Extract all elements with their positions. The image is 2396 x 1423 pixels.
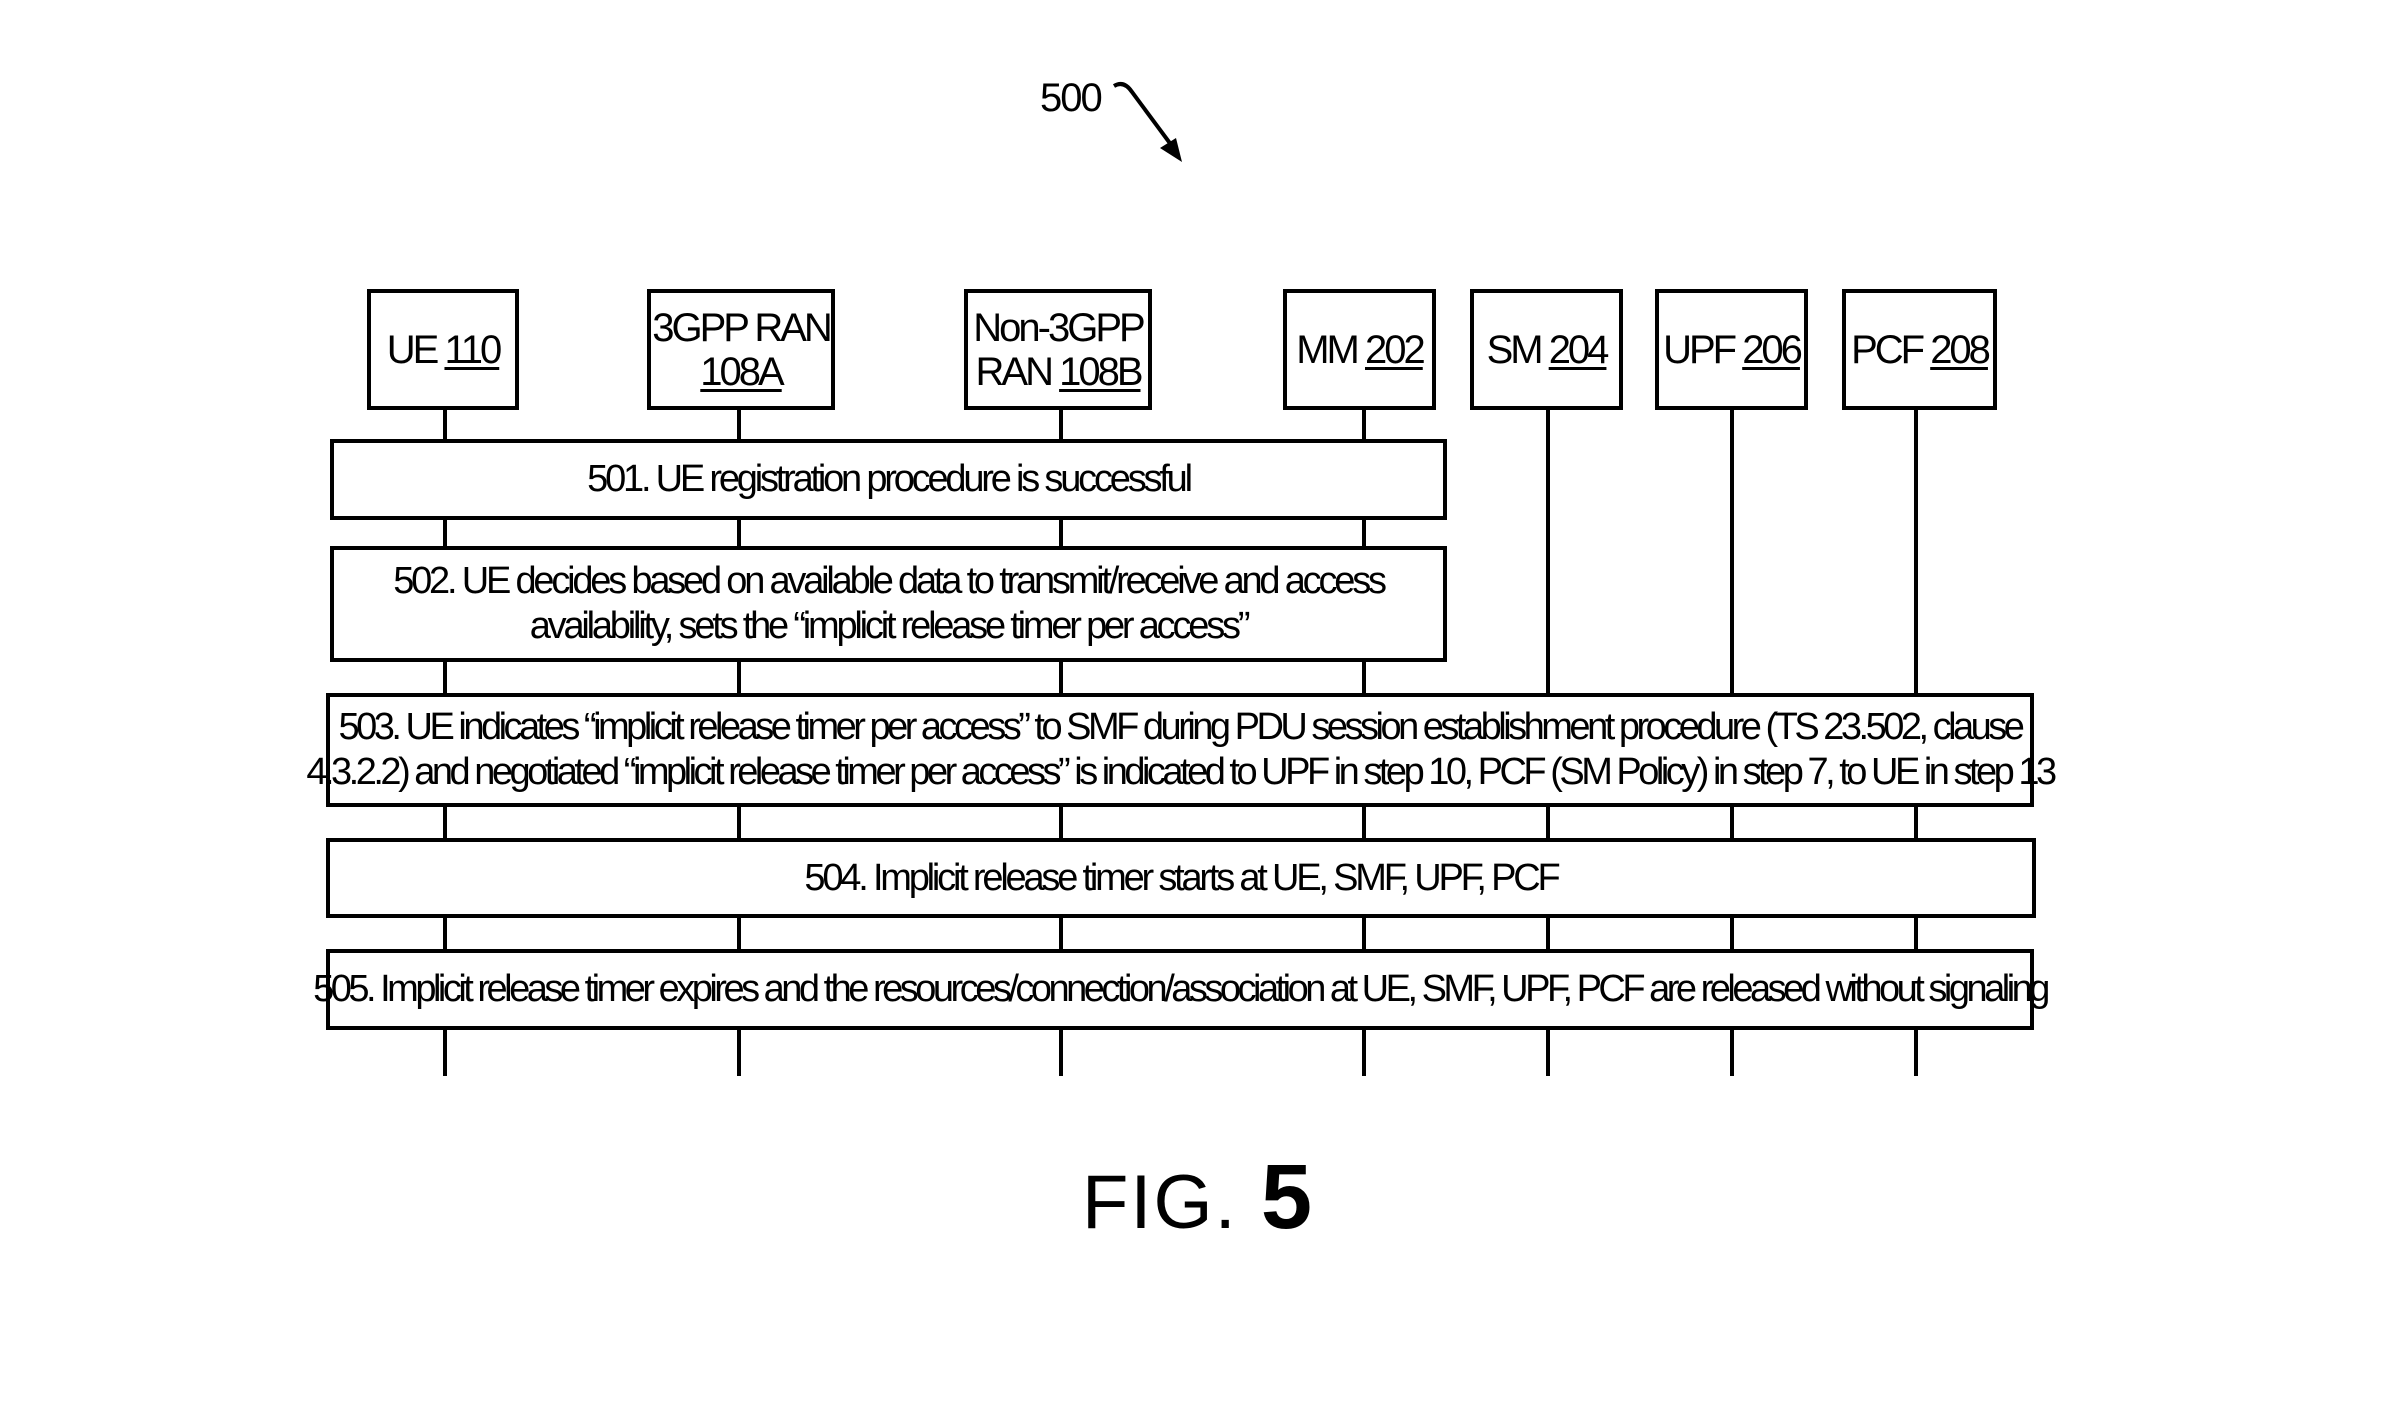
entity-ref: 208 (1930, 327, 1991, 372)
entity-label: 3GPP RAN (652, 305, 833, 350)
step-text: 4.3.2.2) and negotiated “implicit releas… (306, 751, 2057, 793)
entity-upf: UPF 206 (1655, 289, 1808, 410)
entity-label: MM (1296, 327, 1360, 372)
step-501: 501. UE registration procedure is succes… (330, 439, 1447, 520)
figure-caption-number: 5 (1260, 1146, 1315, 1248)
entity-ref: 206 (1742, 327, 1803, 372)
entity-ref: 202 (1365, 327, 1426, 372)
entity-ref: 110 (444, 327, 502, 372)
step-505: 505. Implicit release timer expires and … (313, 949, 2050, 1030)
entity-label: UPF (1663, 327, 1737, 372)
entity-mm: MM 202 (1283, 289, 1436, 410)
step-text: 502. UE decides based on available data … (393, 560, 1387, 602)
entity-ref: 204 (1548, 327, 1610, 372)
entity-label: SM (1486, 327, 1544, 372)
reference-arrow-icon (1112, 82, 1182, 162)
step-504: 504. Implicit release timer starts at UE… (326, 838, 2036, 918)
entity-ref: 108B (1059, 349, 1143, 394)
entity-sm: SM 204 (1470, 289, 1623, 410)
step-text: 501. UE registration procedure is succes… (587, 458, 1193, 500)
step-text: 503. UE indicates “implicit release time… (338, 706, 2025, 748)
entity-ue: UE 110 (367, 289, 519, 410)
step-text: 504. Implicit release timer starts at UE… (804, 856, 1560, 899)
step-503: 503. UE indicates “implicit release time… (306, 693, 2057, 807)
entity-non-3gpp-ran: Non-3GPP RAN 108B (964, 289, 1152, 410)
step-text: availability, sets the “implicit release… (529, 605, 1251, 647)
step-502: 502. UE decides based on available data … (330, 546, 1447, 662)
step-text: 505. Implicit release timer expires and … (313, 968, 2050, 1010)
figure-caption: FIG. 5 (0, 1145, 2396, 1250)
entity-label: UE (386, 327, 440, 372)
figure-caption-prefix: FIG. (1081, 1160, 1238, 1245)
entity-pcf: PCF 208 (1842, 289, 1997, 410)
entity-label-2: RAN (975, 349, 1054, 394)
entity-3gpp-ran: 3GPP RAN 108A (647, 289, 835, 410)
entity-ref: 108A (700, 349, 784, 394)
entity-label: Non-3GPP (973, 305, 1145, 350)
entity-label: PCF (1851, 327, 1925, 372)
figure-reference-number: 500 (1040, 76, 1103, 120)
